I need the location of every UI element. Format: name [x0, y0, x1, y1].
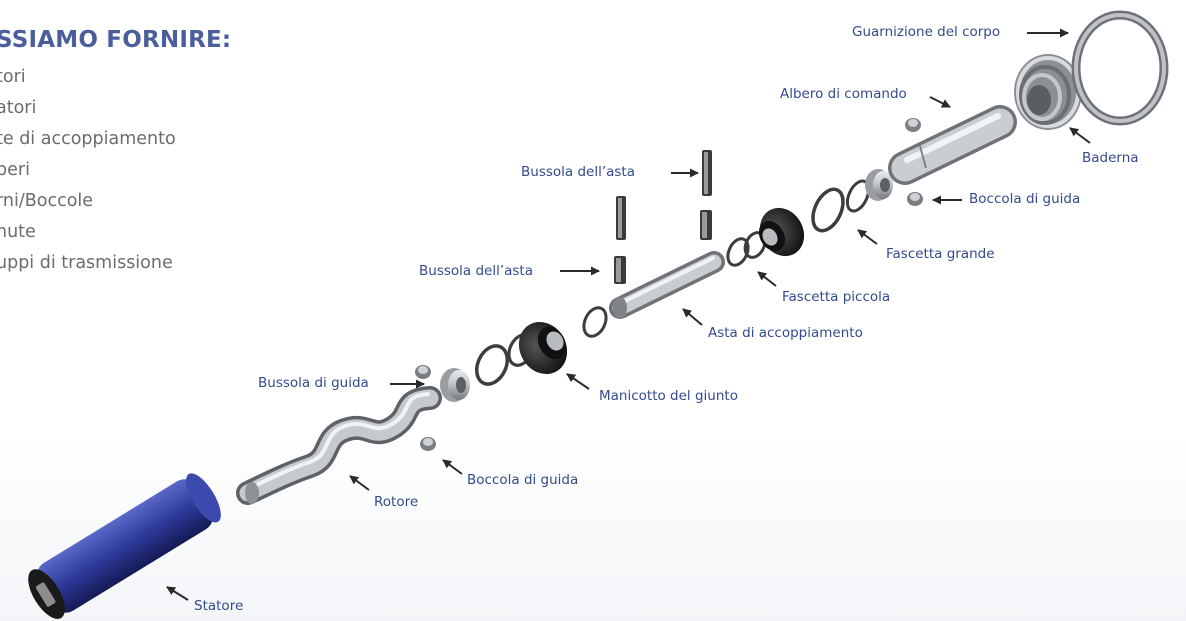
arrow-fascetta-grande [857, 229, 878, 245]
joint-sleeve-right-part [758, 207, 805, 257]
arrow-asta [682, 308, 703, 326]
label-boccola-guida-right: Boccola di guida [969, 191, 1081, 207]
label-manicotto-giunto: Manicotto del giunto [599, 388, 738, 404]
label-statore: Statore [194, 598, 244, 614]
supply-item: uppi di trasmissione [0, 253, 173, 273]
label-albero-comando: Albero di comando [780, 86, 907, 102]
body-gasket-part [1071, 10, 1169, 126]
large-band-part [811, 179, 871, 233]
arrow-baderna [1069, 127, 1091, 144]
label-asta-accoppiamento: Asta di accoppiamento [708, 325, 863, 341]
label-rotore: Rotore [374, 494, 419, 510]
coupling-rod-part [609, 251, 725, 319]
arrow-fascetta-piccola [757, 271, 777, 287]
drive-shaft-part [888, 105, 1017, 185]
label-bussola-asta-top: Bussola dell’asta [521, 164, 635, 180]
arrow-statore [166, 586, 189, 601]
label-fascetta-piccola: Fascetta piccola [782, 289, 891, 305]
label-baderna: Baderna [1082, 150, 1139, 166]
arrow-boccola-left [442, 459, 463, 475]
supply-item: rni/Boccole [0, 191, 94, 211]
guide-bush-right [865, 118, 923, 206]
guide-bush-left [415, 365, 470, 451]
label-fascetta-grande: Fascetta grande [886, 246, 995, 262]
supply-heading: SSIAMO FORNIRE: [0, 27, 232, 53]
arrow-rotore [349, 475, 370, 491]
supply-item: peri [0, 160, 30, 180]
leader-arrows [166, 28, 1091, 601]
label-guarnizione-corpo: Guarnizione del corpo [852, 24, 1001, 40]
packing-part [1014, 54, 1082, 130]
label-bussola-guida: Bussola di guida [258, 375, 369, 391]
joint-sleeve-part [518, 306, 608, 375]
supply-item: te di accoppiamento [0, 129, 176, 149]
supply-item: nute [0, 222, 36, 242]
supply-item: tori [0, 67, 26, 87]
supply-list: tori atori te di accoppiamento peri rni/… [0, 62, 176, 279]
stator-part [28, 473, 221, 619]
arrow-albero [929, 96, 951, 108]
rod-bushings-part [614, 150, 712, 284]
label-boccola-guida-left: Boccola di guida [467, 472, 579, 488]
supply-item: atori [0, 98, 37, 118]
arrow-manicotto [566, 373, 590, 390]
rotor-part [236, 386, 442, 505]
label-bussola-asta-mid: Bussola dell’asta [419, 263, 533, 279]
